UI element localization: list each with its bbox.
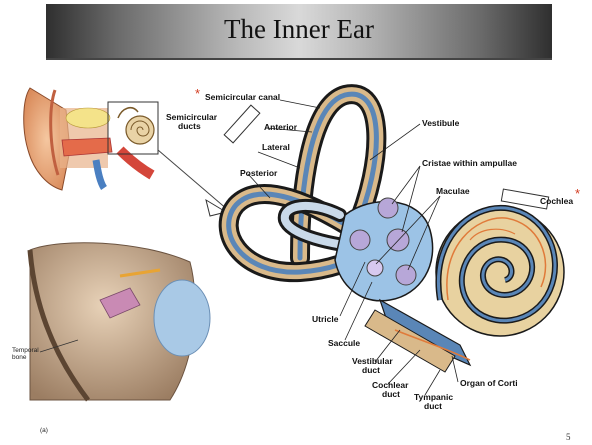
label-vestibule: Vestibule [422, 118, 460, 128]
zoom-line [158, 150, 228, 210]
cochlea [436, 208, 564, 336]
label-cochlea: Cochlea [540, 196, 573, 206]
label-vestibular-duct: Vestibular duct [352, 356, 395, 375]
label-cochlear-duct: Cochlear duct [372, 380, 411, 399]
label-saccule: Saccule [328, 338, 360, 348]
skull-illustration [30, 243, 210, 400]
semicircular-ducts-line2: ducts [178, 121, 201, 131]
temporal-bone-line2: bone [12, 354, 27, 361]
label-lateral: Lateral [262, 142, 290, 152]
page-number: 5 [566, 432, 571, 442]
label-anterior: Anterior [264, 122, 298, 132]
ear-illustration [24, 88, 158, 190]
cochlea-star: * [575, 186, 580, 201]
panel-label: (a) [40, 427, 48, 434]
label-posterior: Posterior [240, 168, 278, 178]
label-tympanic-duct: Tympanic duct [414, 392, 455, 411]
cochlear-duct-line2: duct [382, 389, 400, 399]
label-semicircular-canal: Semicircular canal [205, 92, 280, 102]
label-organ-of-corti: Organ of Corti [460, 378, 518, 388]
label-maculae: Maculae [436, 186, 470, 196]
vestibule [335, 198, 433, 301]
label-cristae: Cristae within ampullae [422, 158, 517, 168]
tympanic-duct-line2: duct [424, 401, 442, 411]
semicircular-canal-star: * [195, 86, 200, 101]
temporal-bone-line1: Temporal [12, 347, 39, 354]
label-semicircular-ducts: Semicircular ducts [166, 112, 219, 131]
label-utricle: Utricle [312, 314, 339, 324]
vestibular-duct-line2: duct [362, 365, 380, 375]
